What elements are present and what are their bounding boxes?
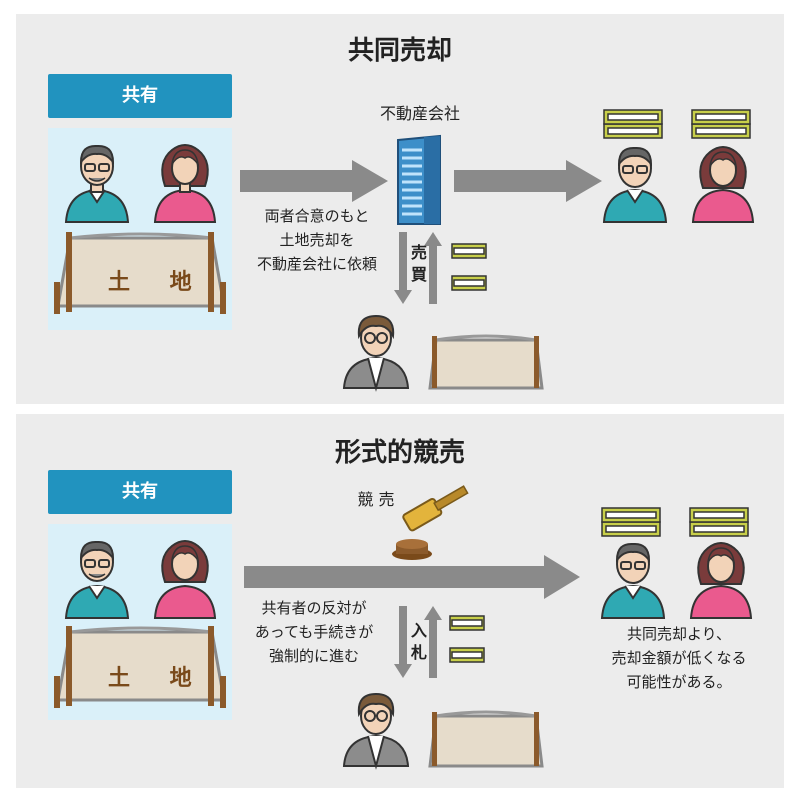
- buyer-icon: [342, 314, 410, 392]
- land-label: 土 地: [108, 666, 208, 691]
- lower-price-note: 共同売却より、 売却金額が低くなる 可能性がある。: [586, 622, 772, 694]
- money-stack-icon: [601, 507, 661, 537]
- co-ownership-label: 共有: [48, 470, 232, 514]
- woman-icon: [691, 146, 755, 223]
- arrow-to-owners: [454, 160, 602, 202]
- vertical-char: 札: [410, 643, 427, 662]
- real-estate-company-label: 不動産会社: [379, 104, 460, 123]
- note-line: 可能性がある。: [626, 673, 732, 691]
- auction-label: 競 売: [357, 490, 395, 509]
- forced-procedure-note: 共有者の反対が あっても手続きが 強制的に進む: [232, 596, 396, 668]
- woman-icon: [689, 542, 753, 619]
- bid-arrows: [394, 606, 442, 678]
- note-line: 土地売却を: [279, 231, 355, 249]
- co-ownership-label: 共有: [48, 74, 232, 118]
- land-plot-icon: [54, 232, 226, 314]
- land-plot-icon: [428, 334, 544, 390]
- arrow-to-company: [240, 160, 388, 202]
- vertical-char: 入: [410, 621, 427, 640]
- bid-label: 入 札: [408, 620, 430, 664]
- money-stack-icon: [449, 615, 485, 663]
- money-stack-icon: [451, 243, 487, 291]
- man-icon: [600, 542, 666, 619]
- auction-arrow: [244, 555, 580, 599]
- note-line: 両者合意のもと: [264, 207, 370, 225]
- bidder-icon: [342, 692, 410, 770]
- buy-sell-label: 売 買: [408, 242, 430, 286]
- vertical-char: 売: [410, 243, 427, 262]
- woman-icon: [153, 540, 217, 619]
- man-icon: [602, 146, 668, 223]
- vertical-char: 買: [410, 265, 427, 284]
- note-line: 共同売却より、: [626, 625, 732, 643]
- man-icon: [64, 144, 130, 223]
- buy-sell-arrows: [394, 232, 442, 304]
- woman-icon: [153, 144, 217, 223]
- joint-sale-note: 両者合意のもと 土地売却を 不動産会社に依頼: [238, 204, 396, 276]
- note-line: あっても手続きが: [254, 623, 374, 641]
- note-line: 強制的に進む: [268, 647, 359, 665]
- note-line: 共有者の反対が: [261, 599, 367, 617]
- land-plot-icon: [54, 626, 226, 708]
- note-line: 不動産会社に依頼: [256, 255, 377, 273]
- formal-auction-title: 形式的競売: [334, 438, 465, 468]
- note-line: 売却金額が低くなる: [611, 649, 747, 667]
- gavel-icon: [392, 485, 469, 560]
- money-stack-icon: [691, 109, 751, 139]
- joint-sale-title: 共同売却: [347, 36, 452, 66]
- land-label: 土 地: [108, 270, 208, 295]
- money-stack-icon: [689, 507, 749, 537]
- office-building-icon: [397, 134, 441, 225]
- land-plot-icon: [428, 710, 544, 768]
- man-icon: [64, 540, 130, 619]
- money-stack-icon: [603, 109, 663, 139]
